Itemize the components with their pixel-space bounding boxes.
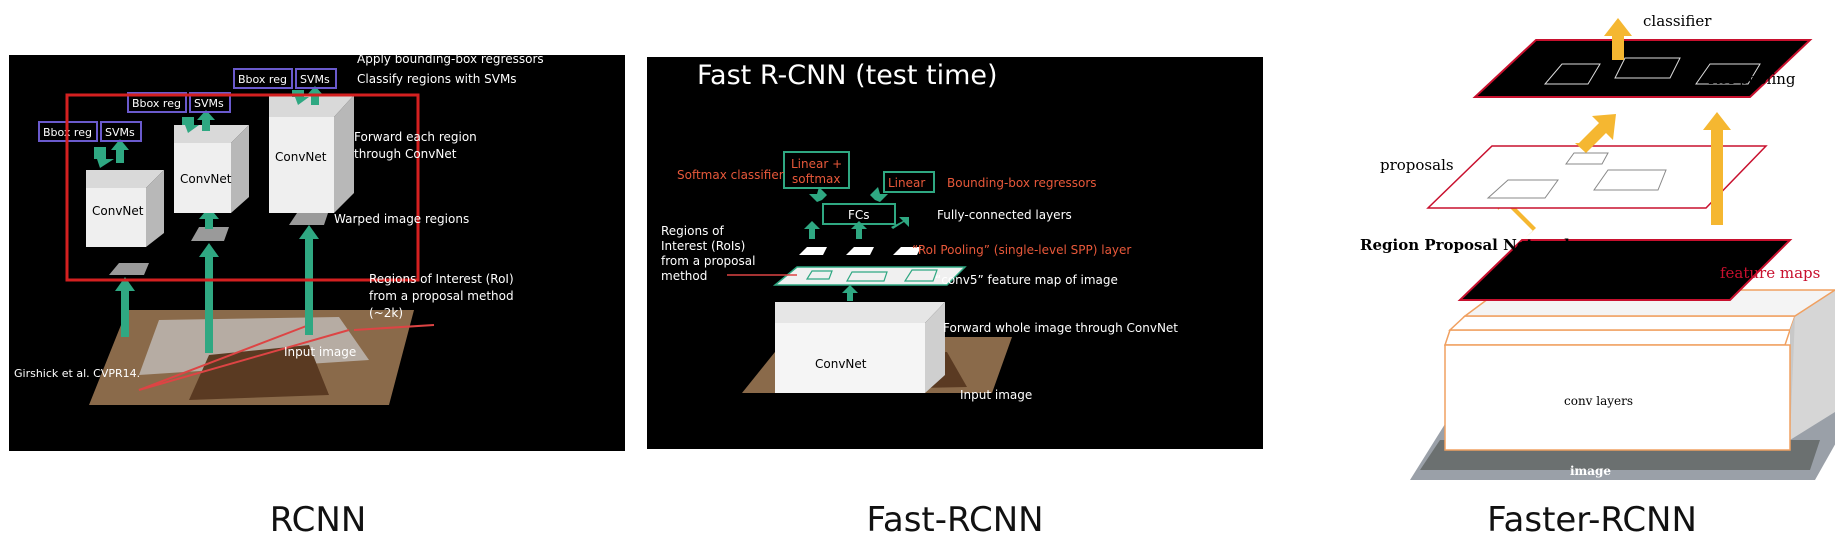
caption-faster-rcnn: Faster-RCNN — [1487, 500, 1697, 540]
rcnn-roi-line-3: (~2k) — [369, 306, 403, 320]
fast-roi-line-4: method — [661, 269, 707, 283]
rcnn-forward-line-1: Forward each region — [354, 130, 477, 144]
faster-roi-pooling-label: RoI pooling — [1708, 70, 1796, 88]
faster-feature-maps-label: feature maps — [1720, 264, 1820, 282]
caption-fast-rcnn: Fast-RCNN — [866, 500, 1044, 540]
rcnn-warped-region-3 — [289, 210, 329, 225]
faster-proposal-box-3 — [1593, 169, 1667, 191]
fast-fc-layers-label: Fully-connected layers — [937, 208, 1072, 222]
rcnn-svm-label-2: SVMs — [194, 97, 224, 110]
faster-rcnn-panel: image conv layers feature maps Region Pr… — [1340, 0, 1835, 495]
rcnn-convnet-cube-3 — [269, 95, 354, 213]
faster-rpn-label: Region Proposal Network — [1360, 236, 1575, 254]
fast-roi-line-3: from a proposal — [661, 254, 755, 268]
faster-image-label: image — [1570, 464, 1611, 478]
fast-linear-softmax-line-2: softmax — [792, 172, 840, 186]
fast-rcnn-panel: Fast R-CNN (test time) ConvNet FCs Linea… — [647, 57, 1263, 449]
fast-roi-box-2 — [845, 271, 888, 282]
fast-input-image-label: Input image — [960, 388, 1032, 402]
rcnn-roi-line-2: from a proposal method — [369, 289, 514, 303]
fast-rcnn-diagram: Fast R-CNN (test time) ConvNet FCs Linea… — [647, 57, 1263, 449]
rcnn-input-label: Input image — [284, 345, 356, 359]
faster-proposal-box-1 — [1486, 179, 1559, 199]
rcnn-convnet-label-3: ConvNet — [275, 150, 327, 164]
fast-convnet-cube — [775, 302, 945, 393]
rcnn-red-frame — [65, 93, 420, 282]
rcnn-input-arrows — [115, 225, 319, 353]
rcnn-convnet-label-2: ConvNet — [180, 172, 232, 186]
rcnn-citation: Girshick et al. CVPR14. — [14, 367, 140, 380]
caption-rcnn: RCNN — [269, 500, 367, 540]
fast-bbox-regressors: Bounding-box regressors — [947, 176, 1097, 190]
rcnn-forward-line-2: through ConvNet — [354, 147, 457, 161]
rcnn-warped-region-1 — [109, 263, 149, 275]
fast-roi-line-2: Interest (RoIs) — [661, 239, 745, 253]
fast-title: Fast R-CNN (test time) — [697, 60, 998, 91]
fast-roi-pooling-label: “RoI Pooling” (single-level SPP) layer — [912, 243, 1131, 257]
faster-roi-box-3 — [1695, 63, 1761, 85]
fast-conv5-label: “conv5” feature map of image — [935, 273, 1118, 287]
rcnn-proposal-line-1 — [138, 329, 350, 391]
rcnn-title-line-2: Classify regions with SVMs — [357, 72, 517, 86]
fast-convnet-label: ConvNet — [815, 357, 867, 371]
fast-roi-pooled-squares — [799, 247, 921, 255]
rcnn-convnet-cube-1 — [86, 170, 164, 247]
faster-proposals-plane — [1426, 145, 1768, 209]
faster-roi-box-2 — [1614, 57, 1681, 79]
fast-roi-box-1 — [805, 270, 833, 280]
rcnn-proposal-line-2 — [138, 324, 310, 391]
fast-linear-softmax-line-1: Linear + — [791, 157, 842, 171]
fast-fcs-label: FCs — [848, 208, 870, 222]
rcnn-svm-label-3: SVMs — [300, 73, 330, 86]
fast-softmax-classifier: Softmax classifier — [677, 168, 784, 182]
rcnn-roi-pointer — [353, 324, 435, 331]
faster-conv-layers-label: conv layers — [1564, 394, 1633, 408]
rcnn-roi-line-1: Regions of Interest (RoI) — [369, 272, 514, 286]
fast-linear-box — [883, 171, 935, 193]
faster-arrow-features-to-roi — [1703, 112, 1731, 225]
faster-proposal-box-2 — [1565, 152, 1609, 165]
rcnn-convnet-label-1: ConvNet — [92, 204, 144, 218]
rcnn-bbox-label-3: Bbox reg — [238, 73, 287, 86]
fast-roi-line-1: Regions of — [661, 224, 724, 238]
faster-proposals-label: proposals — [1380, 156, 1454, 174]
fast-linear-softmax-box — [783, 151, 850, 189]
rcnn-svm-label-1: SVMs — [105, 126, 135, 139]
rcnn-bbox-label-2: Bbox reg — [132, 97, 181, 110]
faster-classifier-arrow — [1604, 18, 1632, 60]
rcnn-input-image-horse — [189, 345, 329, 400]
faster-conv-layers-cube — [1443, 289, 1835, 451]
rcnn-title-line-1: Apply bounding-box regressors — [357, 55, 544, 66]
rcnn-warped-region-2 — [191, 227, 229, 241]
rcnn-diagram: ConvNet ConvNet ConvNet Bbox reg SVMs Bb… — [9, 55, 625, 451]
fast-linear-label: Linear — [888, 176, 925, 190]
faster-rcnn-diagram: image conv layers feature maps Region Pr… — [1360, 12, 1835, 480]
rcnn-panel: ConvNet ConvNet ConvNet Bbox reg SVMs Bb… — [9, 55, 625, 451]
fast-fcs-box — [822, 203, 896, 225]
rcnn-warped-label: Warped image regions — [334, 212, 469, 226]
fast-forward-label: Forward whole image through ConvNet — [943, 321, 1178, 335]
faster-feature-maps-plane — [1457, 239, 1793, 301]
rcnn-convnet-cube-2 — [174, 125, 249, 213]
faster-classifier-label: classifier — [1643, 12, 1712, 30]
faster-roi-box-1 — [1543, 63, 1601, 85]
faster-roi-pooling-plane — [1472, 39, 1813, 98]
fast-roi-box-3 — [903, 269, 938, 282]
faster-arrow-proposals-to-roi — [1575, 114, 1616, 153]
